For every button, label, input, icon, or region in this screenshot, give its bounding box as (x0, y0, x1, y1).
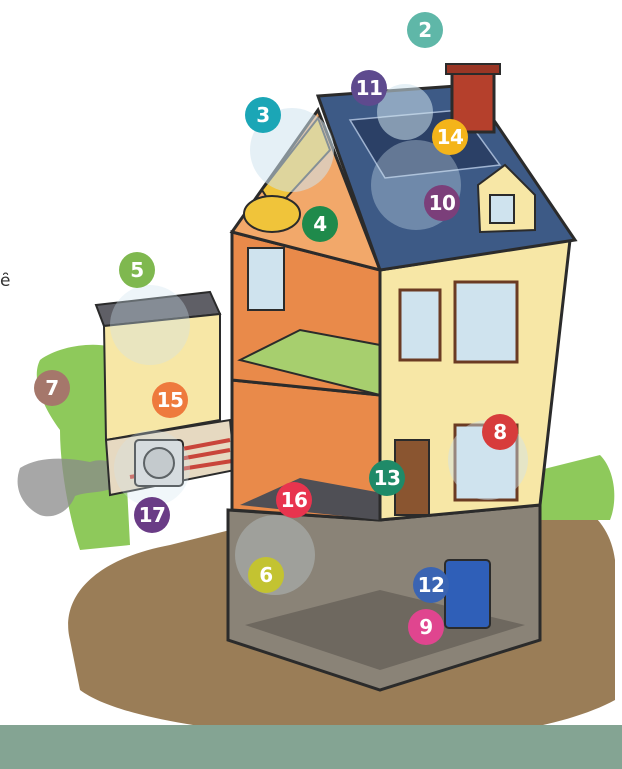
front-window-upper-right (455, 282, 517, 362)
marker-5: 5 (119, 252, 155, 288)
marker-14: 14 (432, 119, 468, 155)
edge-text: ȇ (0, 271, 10, 291)
highlight-bubble (110, 285, 190, 365)
marker-2: 2 (407, 12, 443, 48)
marker-11: 11 (351, 70, 387, 106)
chimney-cap (446, 64, 500, 74)
marker-6: 6 (248, 557, 284, 593)
marker-15: 15 (152, 382, 188, 418)
marker-9: 9 (408, 609, 444, 645)
boiler (445, 560, 490, 628)
dormer-window (490, 195, 514, 223)
marker-17: 17 (134, 497, 170, 533)
marker-12: 12 (413, 567, 449, 603)
marker-3: 3 (245, 97, 281, 133)
marker-4: 4 (302, 206, 338, 242)
marker-10: 10 (424, 185, 460, 221)
marker-8: 8 (482, 414, 518, 450)
insulation-roll (244, 196, 300, 232)
footer-band (0, 725, 622, 769)
marker-16: 16 (276, 482, 312, 518)
marker-13: 13 (369, 460, 405, 496)
upper-side-window (248, 248, 284, 310)
grass-right (540, 455, 614, 520)
marker-7: 7 (34, 370, 70, 406)
highlight-bubble (114, 430, 190, 506)
front-window-upper-left (400, 290, 440, 360)
